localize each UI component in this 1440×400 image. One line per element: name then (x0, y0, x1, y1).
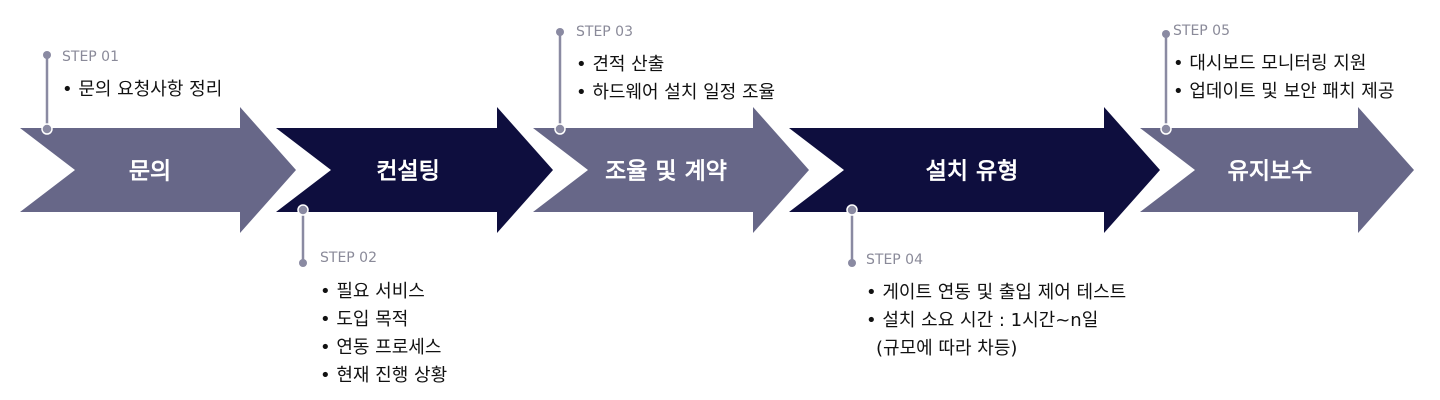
step-4-item-2-continuation: (규모에 따라 차등) (876, 338, 1017, 359)
step-5-details: STEP 05 • 대시보드 모니터링 지원 • 업데이트 및 보안 패치 제공 (1173, 23, 1394, 102)
step-label-4: STEP 04 (866, 252, 923, 268)
step-5-item-2: • 업데이트 및 보안 패치 제공 (1173, 81, 1394, 102)
step-2-item-2: • 도입 목적 (320, 309, 408, 330)
chevron-row: 문의 컨설팅 조율 및 계약 설치 유형 유지보수 (20, 107, 1414, 233)
step-label-1: STEP 01 (62, 49, 119, 65)
dot-step-2-bottom (299, 259, 307, 267)
chevron-step-4 (789, 107, 1160, 233)
step-2-item-3: • 연동 프로세스 (320, 337, 441, 358)
dot-step-5-top (1162, 30, 1170, 38)
step-2-item-4: • 현재 진행 상황 (320, 365, 447, 386)
step-2-details: STEP 02 • 필요 서비스 • 도입 목적 • 연동 프로세스 • 현재 … (320, 250, 447, 386)
step-5-item-1: • 대시보드 모니터링 지원 (1173, 53, 1366, 74)
chevron-label-step-3: 조율 및 계약 (605, 159, 727, 185)
step-label-2: STEP 02 (320, 250, 377, 266)
chevron-label-step-5: 유지보수 (1228, 159, 1313, 185)
step-4-item-2: • 설치 소요 시간 : 1시간~n일 (866, 310, 1098, 331)
step-3-item-2: • 하드웨어 설치 일정 조율 (576, 82, 775, 103)
dot-step-2-anchor (297, 204, 309, 216)
dot-step-1-anchor (41, 123, 53, 135)
step-4-item-1: • 게이트 연동 및 출입 제어 테스트 (866, 282, 1126, 303)
step-3-item-1: • 견적 산출 (576, 54, 664, 75)
dot-step-5-anchor (1160, 123, 1172, 135)
step-label-5: STEP 05 (1173, 23, 1230, 39)
dot-step-4-bottom (848, 259, 856, 267)
chevron-step-2 (276, 107, 553, 233)
chevron-step-5 (1140, 107, 1414, 233)
step-3-details: STEP 03 • 견적 산출 • 하드웨어 설치 일정 조율 (576, 24, 775, 103)
chevron-step-1 (20, 107, 296, 233)
dot-step-3-anchor (554, 123, 566, 135)
step-4-details: STEP 04 • 게이트 연동 및 출입 제어 테스트 • 설치 소요 시간 … (866, 252, 1126, 359)
chevron-step-3 (533, 107, 809, 233)
dot-step-3-top (556, 28, 564, 36)
dot-step-1-top (43, 51, 51, 59)
step-1-details: STEP 01 • 문의 요청사항 정리 (62, 49, 222, 100)
step-2-item-1: • 필요 서비스 (320, 281, 425, 302)
step-1-item-1: • 문의 요청사항 정리 (62, 79, 222, 100)
chevron-label-step-4: 설치 유형 (926, 159, 1019, 185)
connectors (45, 32, 1168, 263)
connector-dots (41, 28, 1172, 267)
chevron-label-step-2: 컨설팅 (376, 159, 439, 185)
chevron-label-step-1: 문의 (129, 159, 171, 185)
dot-step-4-anchor (846, 204, 858, 216)
step-label-3: STEP 03 (576, 24, 633, 40)
